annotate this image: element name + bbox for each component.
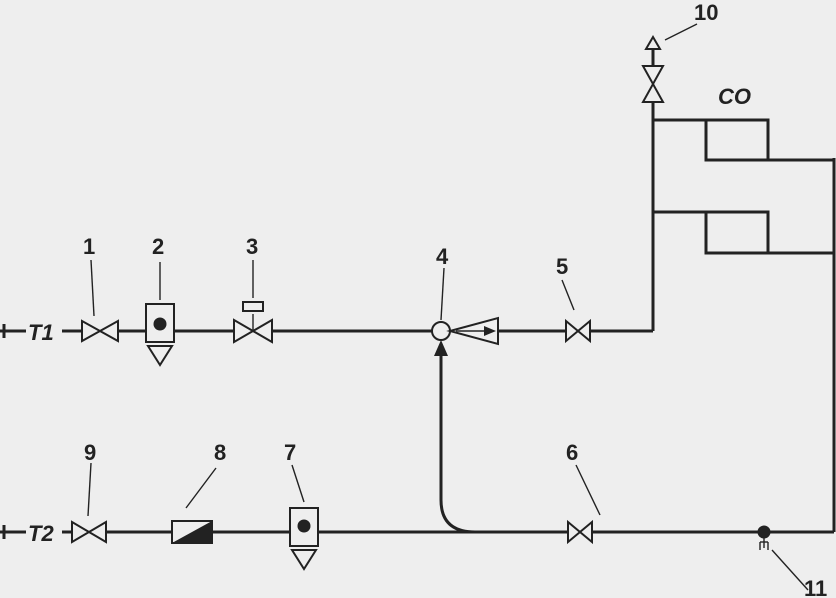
callout-11: 11 bbox=[804, 576, 827, 598]
valve-5-icon bbox=[565, 318, 591, 344]
leader-lines bbox=[87, 23, 809, 591]
filter-2-icon bbox=[145, 303, 175, 367]
return-line-t2 bbox=[0, 158, 836, 539]
flow-meter-8-icon bbox=[171, 520, 213, 544]
radiator-top bbox=[704, 118, 770, 162]
callout-3: 3 bbox=[246, 234, 258, 259]
air-vent-valve-10-icon bbox=[641, 35, 665, 110]
valve-6-icon bbox=[567, 519, 593, 545]
callout-8: 8 bbox=[214, 440, 226, 465]
drain-point-11-icon bbox=[757, 525, 771, 550]
callout-6: 6 bbox=[566, 440, 578, 465]
filter-7-icon bbox=[289, 507, 319, 571]
valve-1-icon bbox=[81, 319, 119, 343]
callout-1: 1 bbox=[83, 234, 95, 259]
line-label-t2: T2 bbox=[28, 521, 54, 546]
callout-10: 10 bbox=[694, 0, 718, 25]
callout-7: 7 bbox=[284, 440, 296, 465]
callout-5: 5 bbox=[556, 254, 568, 279]
heating-system-co bbox=[653, 118, 834, 255]
callout-4: 4 bbox=[436, 244, 449, 269]
mixing-bypass bbox=[434, 340, 476, 534]
control-valve-3-icon bbox=[233, 301, 273, 344]
callout-2: 2 bbox=[152, 234, 164, 259]
supply-line-t1 bbox=[0, 110, 655, 338]
bypass-arrow-icon bbox=[434, 340, 448, 356]
elevator-4-icon bbox=[431, 316, 499, 346]
valve-9-icon bbox=[71, 520, 107, 544]
callout-9: 9 bbox=[84, 440, 96, 465]
radiator-bottom bbox=[704, 210, 770, 255]
line-label-t1: T1 bbox=[28, 320, 54, 345]
device-label-co: CO bbox=[718, 84, 751, 109]
